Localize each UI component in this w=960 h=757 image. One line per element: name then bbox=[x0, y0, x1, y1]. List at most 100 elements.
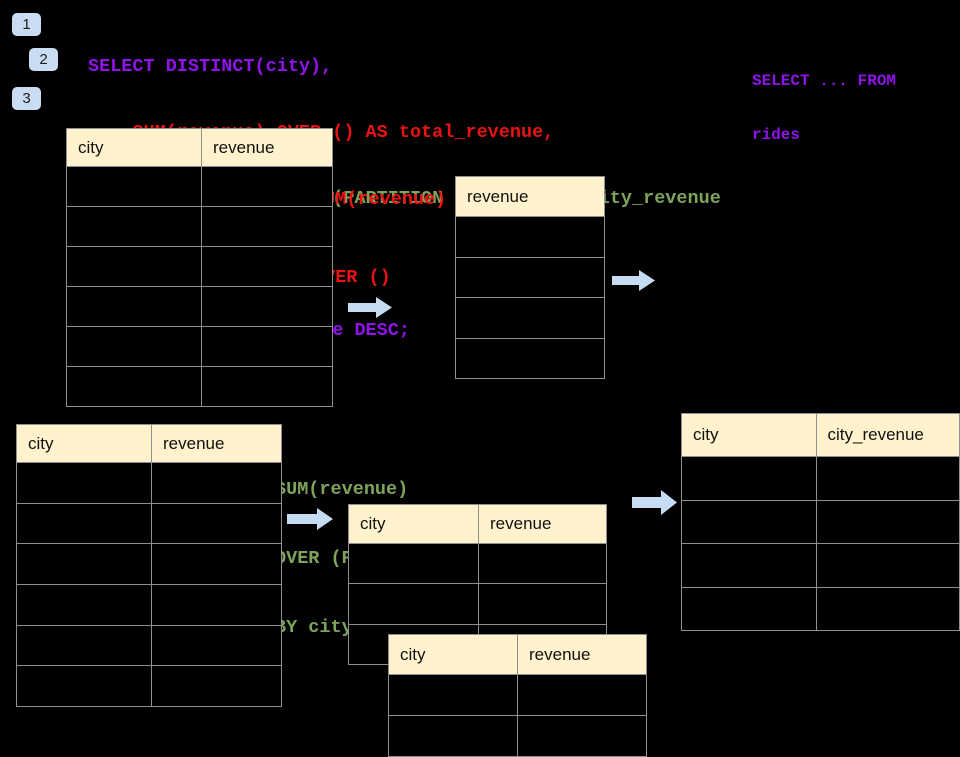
empty-cell bbox=[201, 246, 333, 287]
column-header: city bbox=[66, 128, 202, 167]
annotation-line: SUM(revenue) bbox=[275, 479, 409, 500]
column-header: revenue bbox=[151, 424, 282, 463]
column-header: revenue bbox=[517, 634, 647, 675]
empty-cell bbox=[478, 542, 607, 585]
column-header: revenue bbox=[478, 504, 607, 544]
empty-cell bbox=[201, 206, 333, 247]
table-row bbox=[455, 256, 605, 298]
table-row bbox=[388, 674, 647, 716]
column-header: city bbox=[348, 504, 479, 544]
table-row bbox=[455, 216, 605, 258]
empty-cell bbox=[151, 543, 282, 586]
total-revenue-table: revenue bbox=[455, 176, 605, 379]
slide-canvas: { "colors": { "background": "#000000", "… bbox=[12, 13, 960, 757]
table-row bbox=[681, 456, 960, 501]
side-code-line-1: SELECT ... FROM bbox=[752, 72, 897, 90]
column-header: city bbox=[388, 634, 518, 675]
empty-cell bbox=[455, 256, 605, 298]
empty-cell bbox=[151, 462, 282, 504]
table-row bbox=[66, 326, 333, 367]
table-row bbox=[16, 502, 282, 545]
empty-cell bbox=[681, 543, 817, 588]
step-badge-1: 1 bbox=[12, 13, 41, 36]
column-header: city_revenue bbox=[815, 413, 960, 457]
empty-cell bbox=[16, 665, 152, 708]
table-row bbox=[681, 499, 960, 544]
table-row bbox=[348, 583, 607, 625]
empty-cell bbox=[517, 715, 647, 757]
empty-cell bbox=[16, 543, 152, 586]
data-table: revenue bbox=[455, 176, 605, 379]
empty-cell bbox=[815, 586, 960, 631]
empty-cell bbox=[388, 674, 518, 716]
header-row: revenue bbox=[455, 176, 605, 217]
table-row bbox=[66, 166, 333, 207]
step-badge-2-label: 2 bbox=[39, 51, 48, 68]
empty-cell bbox=[66, 206, 202, 247]
empty-cell bbox=[478, 583, 607, 625]
annotation-line: SUM(revenue) bbox=[313, 189, 447, 210]
table-row bbox=[66, 286, 333, 327]
empty-cell bbox=[66, 366, 202, 407]
step-badge-1-label: 1 bbox=[22, 16, 31, 33]
flow-arrow-icon bbox=[348, 297, 392, 318]
table-row bbox=[16, 462, 282, 504]
column-header: city bbox=[16, 424, 152, 463]
empty-cell bbox=[455, 337, 605, 379]
empty-cell bbox=[201, 366, 333, 407]
table-row bbox=[16, 624, 282, 667]
empty-cell bbox=[66, 166, 202, 207]
table-row bbox=[16, 665, 282, 708]
empty-cell bbox=[455, 297, 605, 339]
step-badge-2: 2 bbox=[29, 48, 58, 71]
empty-cell bbox=[16, 462, 152, 504]
table-row bbox=[681, 586, 960, 631]
empty-cell bbox=[348, 542, 479, 585]
table-row bbox=[66, 246, 333, 287]
table-row bbox=[348, 542, 607, 585]
empty-cell bbox=[681, 586, 817, 631]
empty-cell bbox=[681, 499, 817, 544]
table-row bbox=[388, 715, 647, 757]
table-row bbox=[681, 543, 960, 588]
flow-arrow-icon bbox=[287, 508, 333, 530]
empty-cell bbox=[16, 502, 152, 545]
empty-cell bbox=[201, 326, 333, 367]
side-code-line-2: rides bbox=[752, 126, 801, 144]
empty-cell bbox=[388, 715, 518, 757]
empty-cell bbox=[201, 286, 333, 327]
flow-arrow-icon bbox=[632, 490, 677, 515]
flow-arrow-icon bbox=[612, 270, 655, 291]
table-row bbox=[66, 366, 333, 407]
table-row bbox=[455, 297, 605, 339]
step-badge-3: 3 bbox=[12, 87, 41, 110]
empty-cell bbox=[66, 286, 202, 327]
empty-cell bbox=[16, 624, 152, 667]
empty-cell bbox=[348, 583, 479, 625]
empty-cell bbox=[815, 543, 960, 588]
empty-cell bbox=[66, 246, 202, 287]
step-badge-3-label: 3 bbox=[22, 90, 31, 107]
empty-cell bbox=[151, 584, 282, 626]
table-row bbox=[455, 337, 605, 379]
empty-cell bbox=[151, 624, 282, 667]
empty-cell bbox=[201, 166, 333, 207]
empty-cell bbox=[16, 584, 152, 626]
empty-cell bbox=[151, 665, 282, 708]
column-header: revenue bbox=[455, 176, 605, 217]
table-row bbox=[16, 543, 282, 586]
side-code-snippet: SELECT ... FROM rides bbox=[752, 36, 896, 162]
table-row bbox=[66, 206, 333, 247]
